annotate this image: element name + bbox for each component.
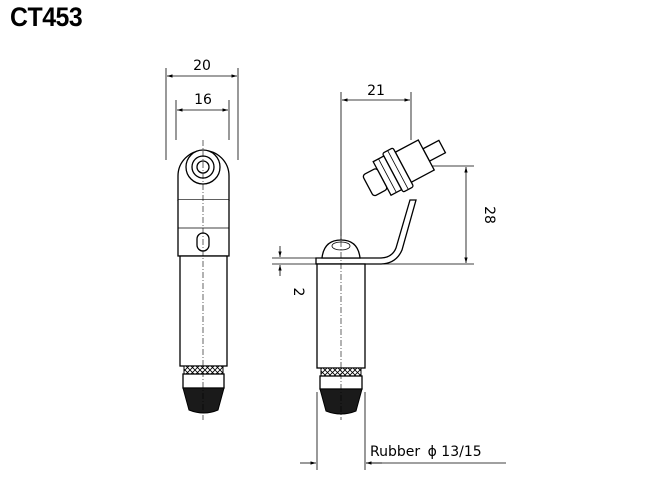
dimension-2-label: 2 xyxy=(290,288,306,297)
dimension-21-label: 21 xyxy=(367,83,385,99)
dimension-rubber: Rubber ϕ 13/15 xyxy=(300,392,506,470)
front-knurl xyxy=(183,365,224,375)
dimension-20: 20 xyxy=(165,58,239,160)
side-view: 21 28 2 xyxy=(272,83,506,470)
side-rubber-tip xyxy=(319,388,363,415)
dimension-28: 28 xyxy=(380,165,497,265)
dimension-21: 21 xyxy=(340,83,412,250)
side-bolt-assembly xyxy=(362,139,447,197)
dimension-16: 16 xyxy=(175,92,230,140)
dimension-16-label: 16 xyxy=(194,92,212,108)
dimension-28-label: 28 xyxy=(481,206,497,224)
rubber-label-text: Rubber xyxy=(370,444,420,460)
page-title: CT453 xyxy=(10,2,83,32)
front-shaft xyxy=(179,255,228,367)
front-view: 20 16 rizoma xyxy=(165,58,239,420)
side-bracket xyxy=(315,199,417,265)
front-rubber-tip xyxy=(182,387,225,414)
dimension-2: 2 xyxy=(272,246,322,296)
rubber-label: Rubber ϕ 13/15 xyxy=(370,444,482,460)
dimension-20-label: 20 xyxy=(193,58,211,74)
front-collar xyxy=(182,373,225,389)
rubber-diameter-symbol: ϕ xyxy=(428,444,437,460)
rubber-diameter-value: 13/15 xyxy=(441,444,481,460)
